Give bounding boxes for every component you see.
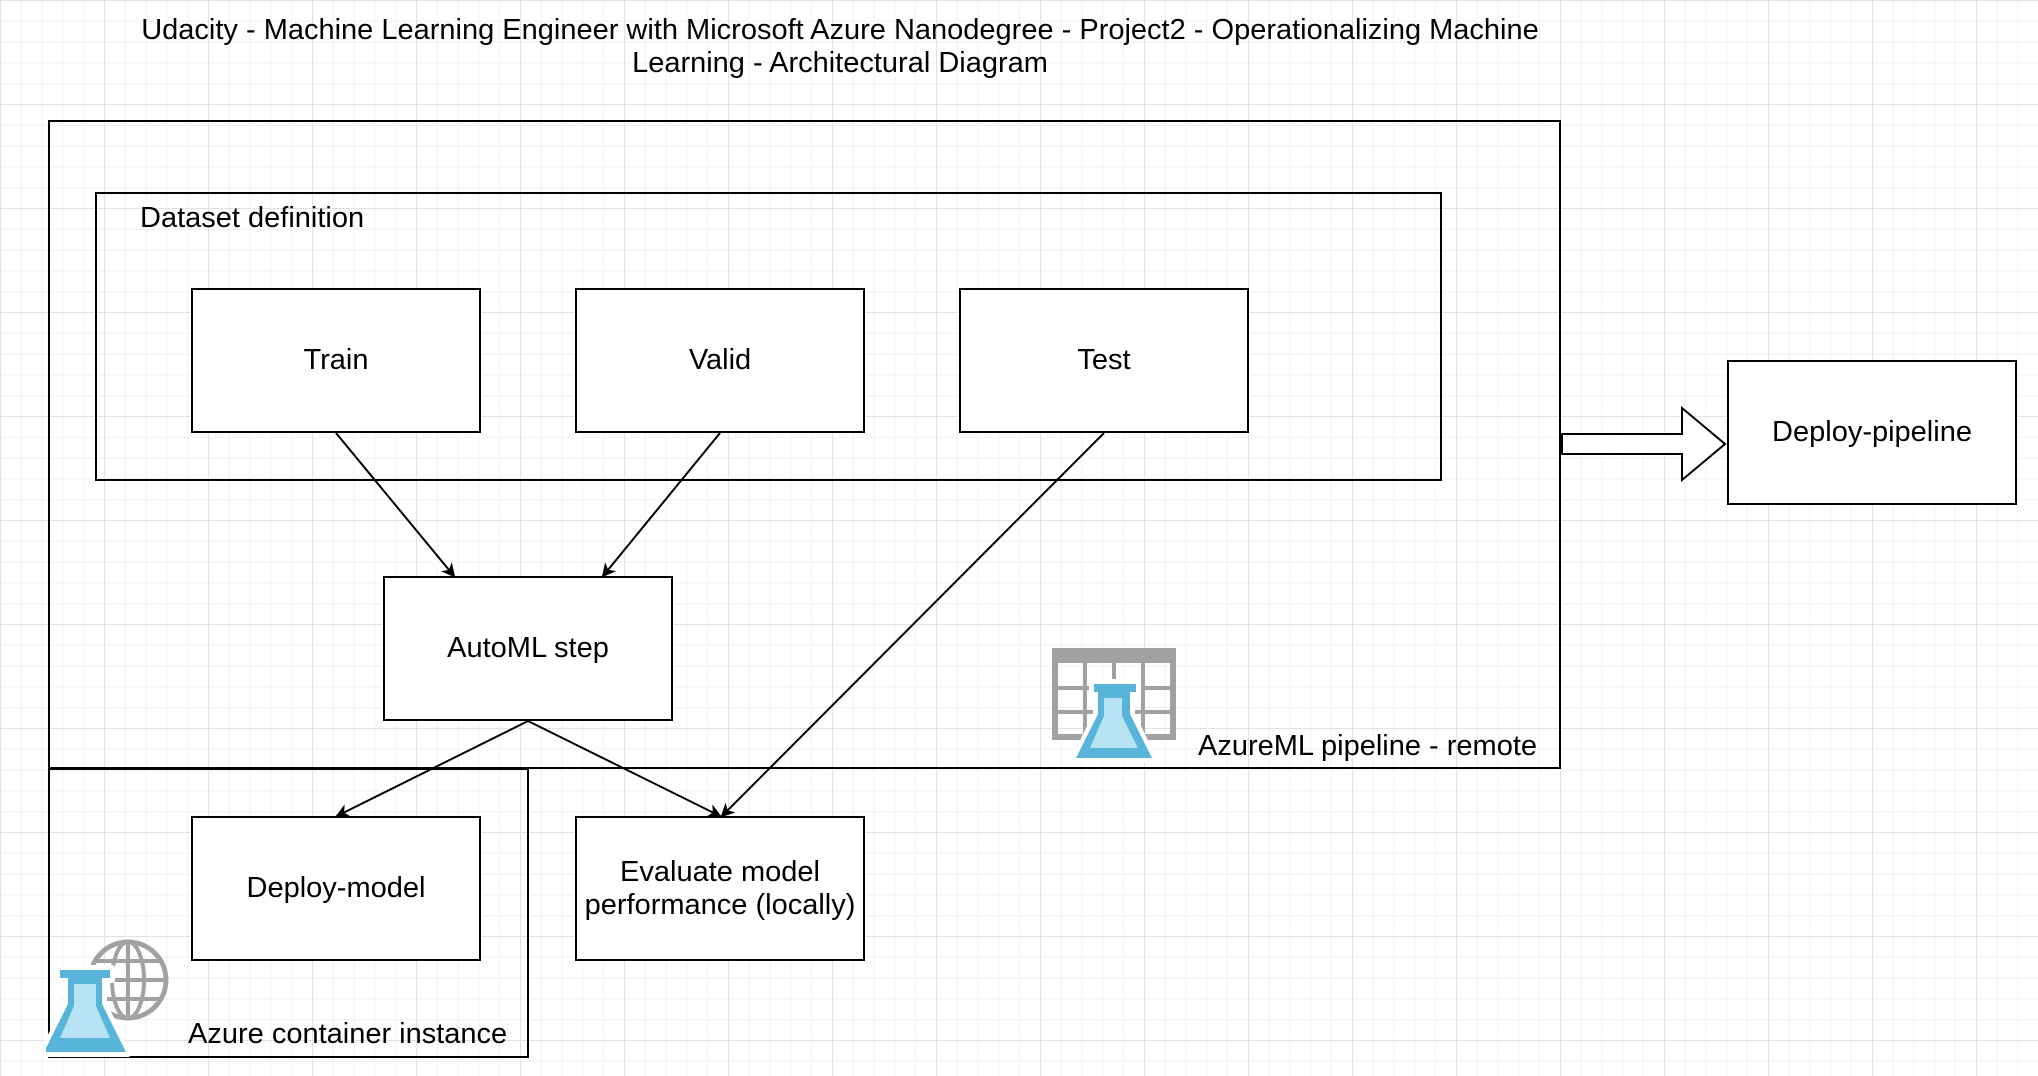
ml-workspace-flask-icon [1052, 648, 1176, 763]
diagram-title: Udacity - Machine Learning Engineer with… [141, 14, 1539, 79]
evaluate-node[interactable]: Evaluate model performance (locally) [575, 816, 865, 961]
ml-flask-globe-icon [46, 939, 169, 1057]
deploy-pipeline-node[interactable]: Deploy-pipeline [1727, 360, 2017, 505]
pipeline-label: AzureML pipeline - remote [1198, 730, 1538, 762]
edge-pipeline-deploy-pipeline [1561, 405, 1727, 483]
train-node[interactable]: Train [191, 288, 481, 433]
aci-container[interactable] [48, 768, 529, 1058]
dataset-label: Dataset definition [140, 202, 365, 234]
aci-label: Azure container instance [188, 1018, 508, 1050]
deploy-model-node[interactable]: Deploy-model [191, 816, 481, 961]
automl-step-node[interactable]: AutoML step [383, 576, 673, 721]
valid-node[interactable]: Valid [575, 288, 865, 433]
test-node[interactable]: Test [959, 288, 1249, 433]
